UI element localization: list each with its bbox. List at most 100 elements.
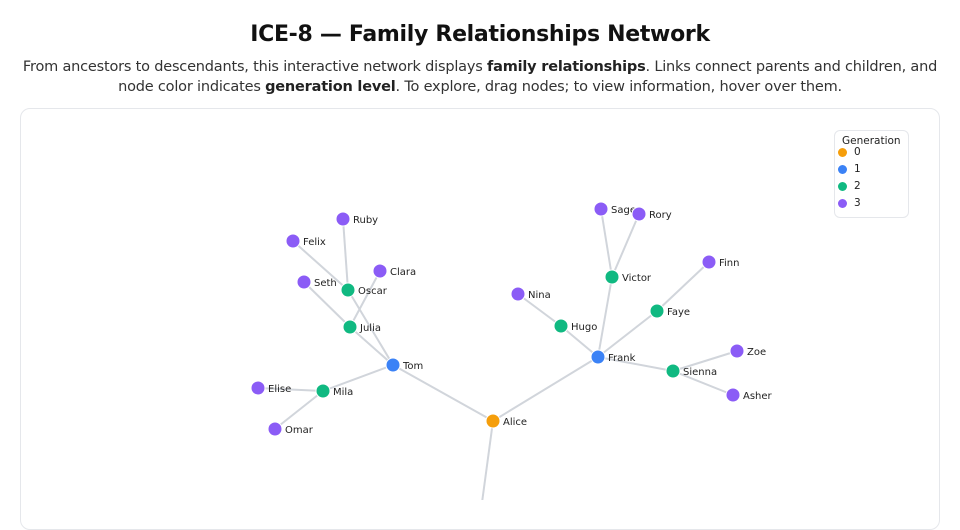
node-circle[interactable] — [250, 380, 266, 396]
node-label: Faye — [667, 307, 690, 318]
link-frank-sienna — [597, 356, 674, 372]
node-circle[interactable] — [385, 357, 401, 373]
link-sienna-zoe — [672, 350, 738, 372]
node-circle[interactable] — [593, 201, 609, 217]
node-asher[interactable]: Asher — [725, 387, 773, 403]
description-emphasis: family relationships — [487, 59, 646, 75]
node-circle[interactable] — [604, 269, 620, 285]
node-label: Asher — [743, 391, 773, 402]
node-circle[interactable] — [631, 206, 647, 222]
node-circle[interactable] — [285, 233, 301, 249]
node-sage[interactable]: Sage — [593, 201, 636, 217]
node-circle[interactable] — [340, 282, 356, 298]
node-circle[interactable] — [729, 343, 745, 359]
node-label: Omar — [285, 425, 314, 436]
node-circle[interactable] — [372, 263, 388, 279]
node-circle[interactable] — [315, 383, 331, 399]
node-circle[interactable] — [335, 211, 351, 227]
node-circle[interactable] — [342, 319, 358, 335]
node-omar[interactable]: Omar — [267, 421, 314, 437]
link-frank-hugo — [560, 325, 599, 358]
link-mila-elise — [257, 387, 324, 392]
node-oscar[interactable]: Oscar — [340, 282, 388, 298]
legend-label: 3 — [854, 197, 861, 209]
description-text: . Links connect parents and children, an… — [118, 59, 938, 95]
node-circle[interactable] — [701, 254, 717, 270]
node-label: Seth — [314, 278, 337, 289]
link-frank-faye — [597, 310, 658, 358]
node-finn[interactable]: Finn — [701, 254, 739, 270]
link — [481, 420, 494, 500]
node-clara[interactable]: Clara — [372, 263, 416, 279]
link-faye-finn — [656, 261, 710, 312]
node-circle[interactable] — [649, 303, 665, 319]
node-seth[interactable]: Seth — [296, 274, 337, 290]
links-layer — [257, 208, 738, 500]
node-label: Alice — [503, 417, 527, 428]
link-oscar-felix — [292, 240, 349, 291]
node-frank[interactable]: Frank — [590, 349, 636, 365]
node-label: Clara — [390, 267, 416, 278]
link-alice-frank — [492, 356, 599, 422]
legend-swatch — [838, 164, 847, 174]
node-ruby[interactable]: Ruby — [335, 211, 378, 227]
node-nina[interactable]: Nina — [510, 286, 551, 302]
node-circle[interactable] — [296, 274, 312, 290]
legend-swatch — [838, 147, 847, 157]
legend-label: 2 — [854, 180, 861, 192]
node-circle[interactable] — [725, 387, 741, 403]
node-circle[interactable] — [510, 286, 526, 302]
node-elise[interactable]: Elise — [250, 380, 291, 396]
node-label: Victor — [622, 273, 652, 284]
description-emphasis: generation level — [265, 79, 396, 95]
link-victor-sage — [600, 208, 613, 278]
generation-legend: Generation 0 1 2 3 — [834, 130, 909, 218]
legend-item-3: 3 — [838, 196, 861, 210]
node-label: Finn — [719, 258, 739, 269]
description-text: . To explore, drag nodes; to view inform… — [395, 79, 843, 95]
legend-label: 1 — [854, 163, 861, 175]
node-circle[interactable] — [590, 349, 606, 365]
node-rory[interactable]: Rory — [631, 206, 672, 222]
node-faye[interactable]: Faye — [649, 303, 690, 319]
link-julia-clara — [349, 270, 381, 328]
link-mila-omar — [274, 390, 324, 430]
node-mila[interactable]: Mila — [315, 383, 353, 399]
network-panel — [20, 108, 940, 530]
node-julia[interactable]: Julia — [342, 319, 381, 335]
node-circle[interactable] — [553, 318, 569, 334]
legend-item-1: 1 — [838, 162, 861, 176]
link-alice-tom — [392, 364, 494, 422]
node-circle[interactable] — [267, 421, 283, 437]
link-tom-julia — [349, 326, 394, 366]
node-label: Felix — [303, 237, 326, 248]
node-label: Frank — [608, 353, 636, 364]
page-title: ICE-8 — Family Relationships Network — [250, 22, 710, 47]
node-circle[interactable] — [665, 363, 681, 379]
link-frank-victor — [597, 276, 613, 358]
description-text: From ancestors to descendants, this inte… — [22, 59, 488, 75]
legend-swatch — [838, 181, 847, 191]
node-victor[interactable]: Victor — [604, 269, 652, 285]
node-label: Rory — [649, 210, 672, 221]
legend-item-2: 2 — [838, 179, 861, 193]
node-felix[interactable]: Felix — [285, 233, 326, 249]
node-label: Elise — [268, 384, 291, 395]
node-label: Oscar — [358, 286, 388, 297]
node-tom[interactable]: Tom — [385, 357, 423, 373]
node-zoe[interactable]: Zoe — [729, 343, 766, 359]
node-label: Hugo — [571, 322, 597, 333]
link-sienna-asher — [672, 370, 734, 396]
node-hugo[interactable]: Hugo — [553, 318, 597, 334]
legend-swatch — [838, 198, 847, 208]
node-alice[interactable]: Alice — [485, 413, 527, 429]
page-description: From ancestors to descendants, this inte… — [20, 57, 940, 97]
node-circle[interactable] — [485, 413, 501, 429]
node-label: Mila — [333, 387, 353, 398]
node-sienna[interactable]: Sienna — [665, 363, 717, 379]
node-label: Sage — [611, 205, 636, 216]
link-victor-rory — [611, 213, 640, 278]
legend-item-0: 0 — [838, 145, 861, 159]
